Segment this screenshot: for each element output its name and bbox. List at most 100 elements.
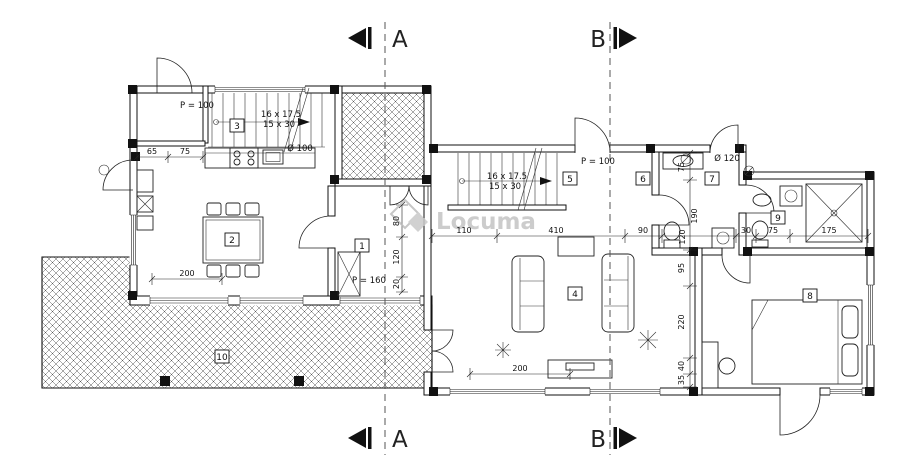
- chair-icon: [244, 264, 260, 278]
- bed-icon: [751, 299, 863, 385]
- bathroom9-fixtures: [751, 183, 863, 248]
- dimension-lines: [133, 149, 872, 391]
- watermark-logo-icon: [389, 198, 421, 230]
- section-line-a: A A: [348, 22, 408, 455]
- sink-icon: [262, 149, 284, 165]
- staircase-room5: [447, 147, 567, 211]
- annotation-label: 15 x 30: [489, 182, 521, 192]
- room-marker-8: 8: [802, 288, 818, 303]
- chair-icon: [718, 357, 736, 375]
- dim-label: 410: [548, 226, 563, 235]
- annotation-label: Ø 100: [287, 143, 313, 154]
- windows: [129, 85, 875, 396]
- annotation-label: Ø 120: [714, 153, 740, 164]
- stove-burner-icon: [233, 150, 241, 158]
- room-number: 2: [229, 236, 235, 246]
- dim-label: 95: [677, 263, 686, 273]
- toilet-tank-icon: [751, 239, 769, 248]
- room-number: 5: [567, 175, 573, 185]
- pillow-icon: [841, 343, 859, 377]
- annotation-label: P = 100: [180, 101, 214, 111]
- dim-label: 120: [678, 229, 687, 244]
- dim-label: 20: [392, 279, 401, 289]
- room-marker-5: 5: [562, 171, 578, 186]
- staircase-room3: [208, 87, 325, 153]
- dim-label: 75: [768, 226, 778, 235]
- toilet-icon: [751, 220, 769, 240]
- fridge-icon: [136, 169, 154, 193]
- dim-label: 35: [677, 375, 686, 385]
- room-number: 10: [216, 353, 228, 363]
- boiler-icon: [136, 195, 154, 213]
- washing-machine-icon: [779, 185, 803, 207]
- dim-label: 75: [180, 147, 190, 156]
- dim-label: 90: [638, 226, 648, 235]
- room-marker-4: 4: [567, 286, 583, 301]
- dim-label: 200: [512, 364, 527, 373]
- chair-icon: [206, 264, 222, 278]
- dim-label: 40: [677, 361, 686, 371]
- chair-icon: [225, 264, 241, 278]
- section-label-b-top: B: [590, 27, 606, 53]
- plant-icon: [638, 330, 658, 350]
- stove-burner-icon: [233, 158, 241, 166]
- section-arrow-icon: [348, 28, 366, 48]
- doors: [98, 57, 821, 436]
- dim-label: 30: [741, 226, 751, 235]
- dim-label: 120: [392, 249, 401, 264]
- watermark-logo-icon: [408, 212, 428, 232]
- room-number: 1: [359, 242, 365, 252]
- annotation-label: 16 x 17.5: [261, 110, 301, 120]
- section-label-a-bottom: A: [392, 427, 408, 453]
- dining-set: [202, 202, 264, 278]
- room-marker-3: 3: [229, 118, 245, 133]
- kitchen-counter: [136, 147, 316, 231]
- annotation-label: P = 160: [352, 276, 386, 286]
- bedroom-furniture: [701, 299, 863, 389]
- section-arrow-icon: [348, 428, 366, 448]
- room-marker-7: 7: [704, 171, 720, 186]
- room-number: 4: [572, 290, 578, 300]
- vent-symbol-icon: [743, 165, 755, 177]
- plant-icon: [495, 342, 511, 358]
- pillow-icon: [841, 305, 859, 339]
- watermark-text: Locuma: [436, 209, 536, 235]
- toilet-icon: [663, 221, 681, 241]
- dim-label: 110: [456, 226, 471, 235]
- section-arrow-icon: [619, 28, 637, 48]
- drain-symbol-icon: [98, 164, 110, 176]
- chair-icon: [225, 202, 241, 216]
- room-number: 3: [234, 122, 240, 132]
- sofa-icon: [601, 253, 635, 333]
- dim-label: 80: [392, 216, 401, 226]
- washing-machine-icon: [711, 227, 735, 249]
- tv-bench-icon: [547, 359, 613, 379]
- dim-label: 200: [179, 269, 194, 278]
- annotation-label: P = 100: [581, 157, 615, 167]
- dim-label: 220: [677, 314, 686, 329]
- stove-burner-icon: [247, 150, 255, 158]
- room-marker-1: 1: [354, 238, 370, 253]
- room-marker-10: 10: [214, 349, 230, 364]
- room-marker-9: 9: [770, 210, 786, 225]
- bathroom7-fixtures: [662, 152, 755, 249]
- room-marker-2: 2: [224, 232, 240, 247]
- annotation-label: 15 x 30: [263, 120, 295, 130]
- living-room-furniture: [495, 236, 658, 379]
- watermark: Locuma: [389, 198, 536, 235]
- shower-icon: [805, 183, 863, 243]
- dim-label: 65: [147, 147, 157, 156]
- room-number: 8: [807, 292, 813, 302]
- chair-icon: [244, 202, 260, 216]
- chair-icon: [206, 202, 222, 216]
- entry-closet: [337, 251, 361, 297]
- room-number: 7: [709, 175, 715, 185]
- coffee-table-icon: [557, 236, 595, 257]
- sofa-icon: [511, 255, 545, 333]
- section-line-b: B B: [590, 22, 637, 455]
- section-label-a-top: A: [392, 27, 408, 53]
